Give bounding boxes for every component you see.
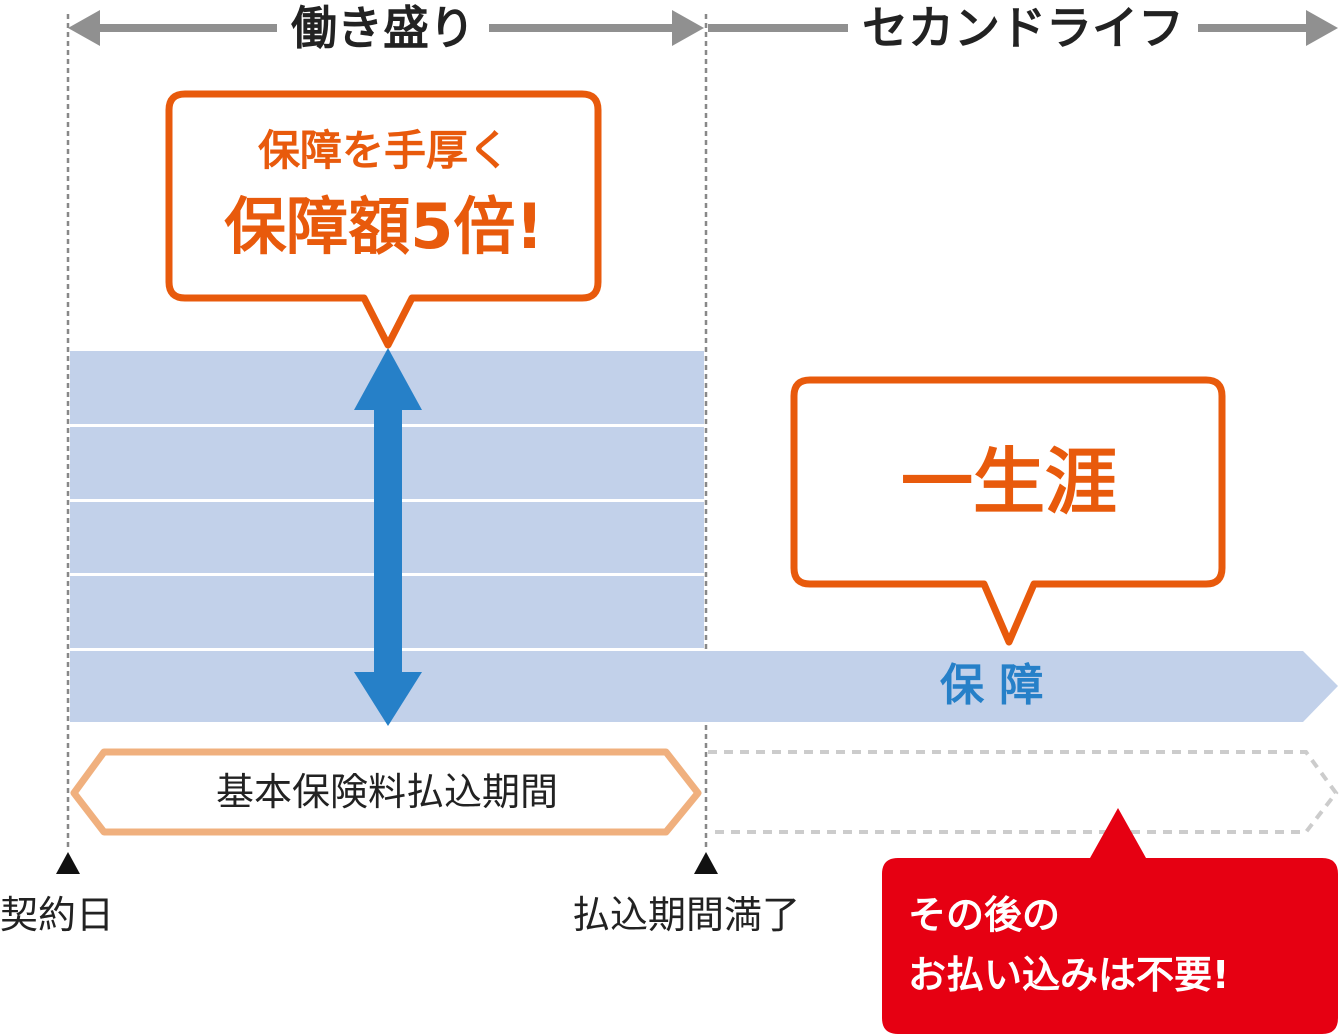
note-box bbox=[882, 808, 1338, 1034]
second-life-phase-label: セカンドライフ bbox=[848, 5, 1198, 51]
contract-date-marker bbox=[56, 852, 80, 874]
multiplier-arrow bbox=[354, 348, 422, 726]
lifetime-coverage-band bbox=[70, 651, 1338, 722]
contract-date-label: 契約日 bbox=[0, 893, 115, 937]
coverage-label: 保 障 bbox=[940, 660, 1044, 711]
payment-end-marker bbox=[694, 852, 718, 874]
premium-period-label: 基本保険料払込期間 bbox=[215, 770, 558, 814]
lifetime-callout-text: 一生涯 bbox=[900, 440, 1117, 524]
note-line1: その後の bbox=[908, 893, 1061, 937]
premium-period-box bbox=[70, 748, 702, 836]
high-coverage-callout-box bbox=[165, 90, 602, 349]
high-coverage-callout-line1: 保障を手厚く bbox=[257, 126, 510, 175]
lifetime-callout-box bbox=[790, 376, 1226, 646]
working-phase-label: 働き盛り bbox=[277, 5, 489, 51]
payment-end-label: 払込期間満了 bbox=[572, 893, 801, 937]
note-line2: お払い込みは不要! bbox=[908, 953, 1230, 997]
no-payment-period-box bbox=[708, 750, 1339, 834]
high-coverage-callout-line2: 保障額5倍! bbox=[224, 190, 544, 263]
